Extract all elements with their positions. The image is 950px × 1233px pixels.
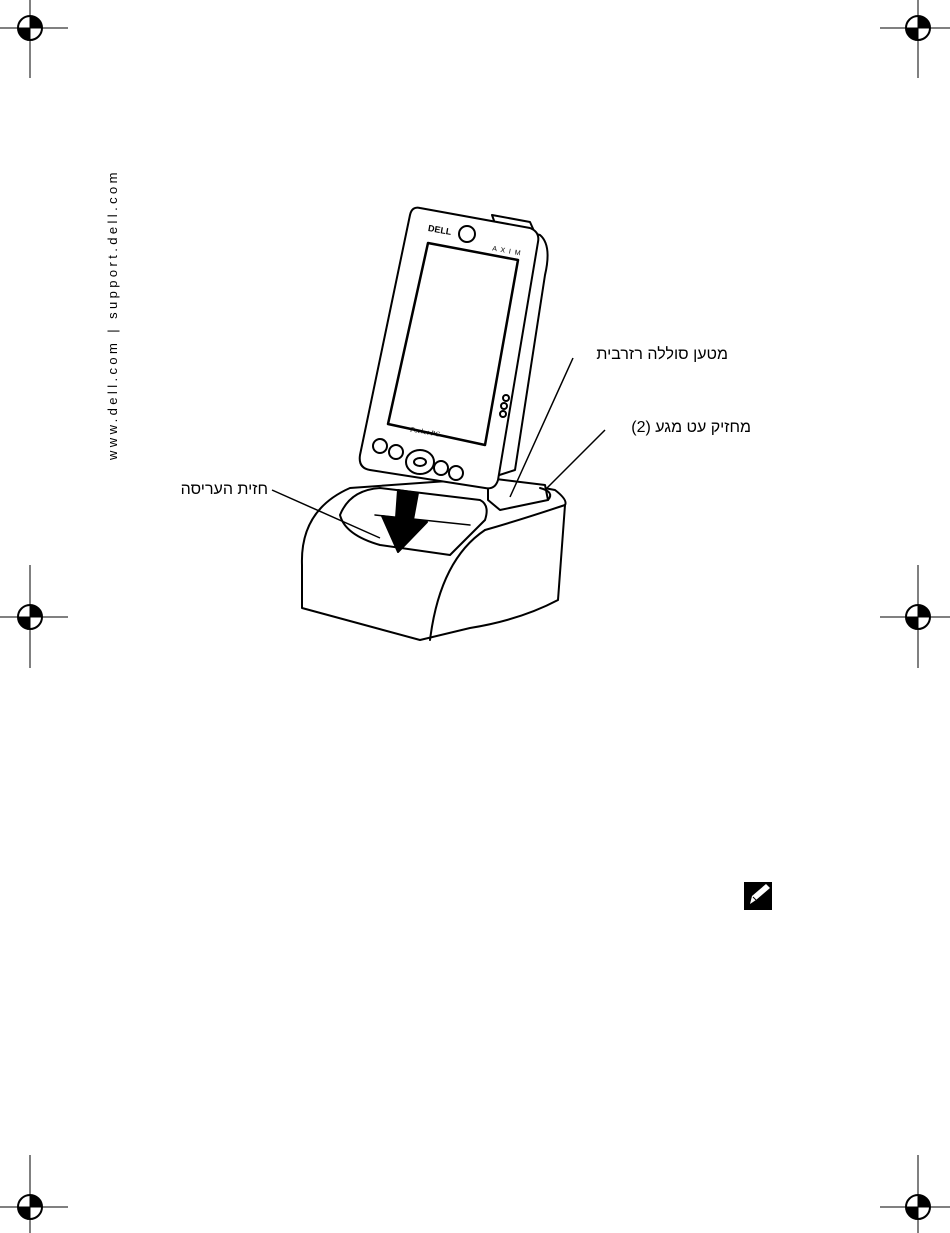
pencil-note-icon [0,0,950,1233]
